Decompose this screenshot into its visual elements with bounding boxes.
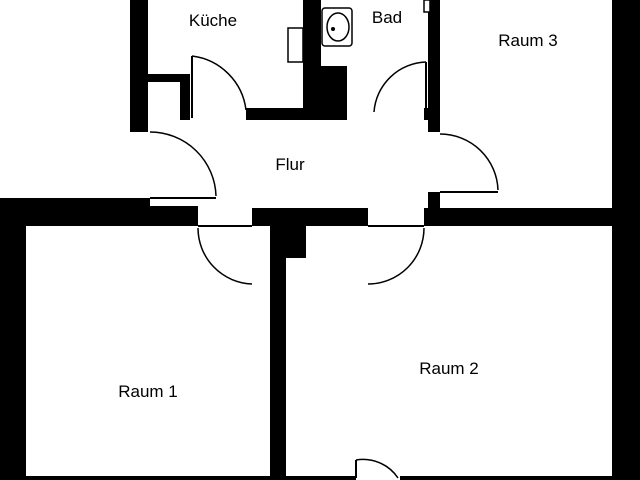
- wall-flur-right: [424, 208, 440, 226]
- wall-raum1-left: [0, 206, 26, 480]
- door-raum2: [367, 225, 425, 285]
- bad-fixture-small: [423, 0, 431, 13]
- label-bad: Bad: [372, 8, 402, 27]
- door-raum1: [197, 225, 253, 285]
- room-labels: Küche Bad Raum 3 Flur Raum 1 Raum 2: [118, 8, 558, 401]
- wall-kueche-bad: [303, 0, 321, 120]
- door-raum2-bottom: [355, 458, 399, 479]
- wall-raum3-right: [612, 0, 640, 212]
- wall-bottom-right: [286, 476, 356, 480]
- door-kueche: [191, 55, 247, 118]
- label-raum1: Raum 1: [118, 382, 178, 401]
- label-raum3: Raum 3: [498, 31, 558, 50]
- door-flur-entrance: [149, 131, 217, 199]
- label-raum2: Raum 2: [419, 359, 479, 378]
- fixtures: [287, 0, 431, 63]
- kueche-counter: [287, 27, 304, 63]
- wall-raum3-bottom: [440, 208, 640, 226]
- wall-raum2-right: [612, 226, 640, 480]
- wall-kueche-left: [130, 0, 148, 132]
- wall-bad-bottom: [321, 66, 347, 120]
- label-flur: Flur: [275, 155, 305, 174]
- wall-bottom-left: [26, 476, 270, 480]
- wall-raum1-raum2: [270, 224, 286, 480]
- wall-bottom-far-right: [400, 476, 612, 480]
- wall-kueche-jog-post: [180, 74, 190, 120]
- wall-flur-bottom: [252, 208, 368, 226]
- wall-kueche-jog: [148, 74, 190, 82]
- washbasin-icon: [321, 7, 353, 47]
- doors: [149, 55, 499, 479]
- wall-bad-raum3: [428, 0, 440, 132]
- wall-kueche-bottom: [246, 108, 308, 120]
- door-bad: [373, 61, 427, 118]
- wall-left-upper: [0, 198, 150, 208]
- label-kueche: Küche: [189, 11, 237, 30]
- door-raum3: [439, 133, 499, 193]
- wall-raum1-top: [0, 206, 198, 226]
